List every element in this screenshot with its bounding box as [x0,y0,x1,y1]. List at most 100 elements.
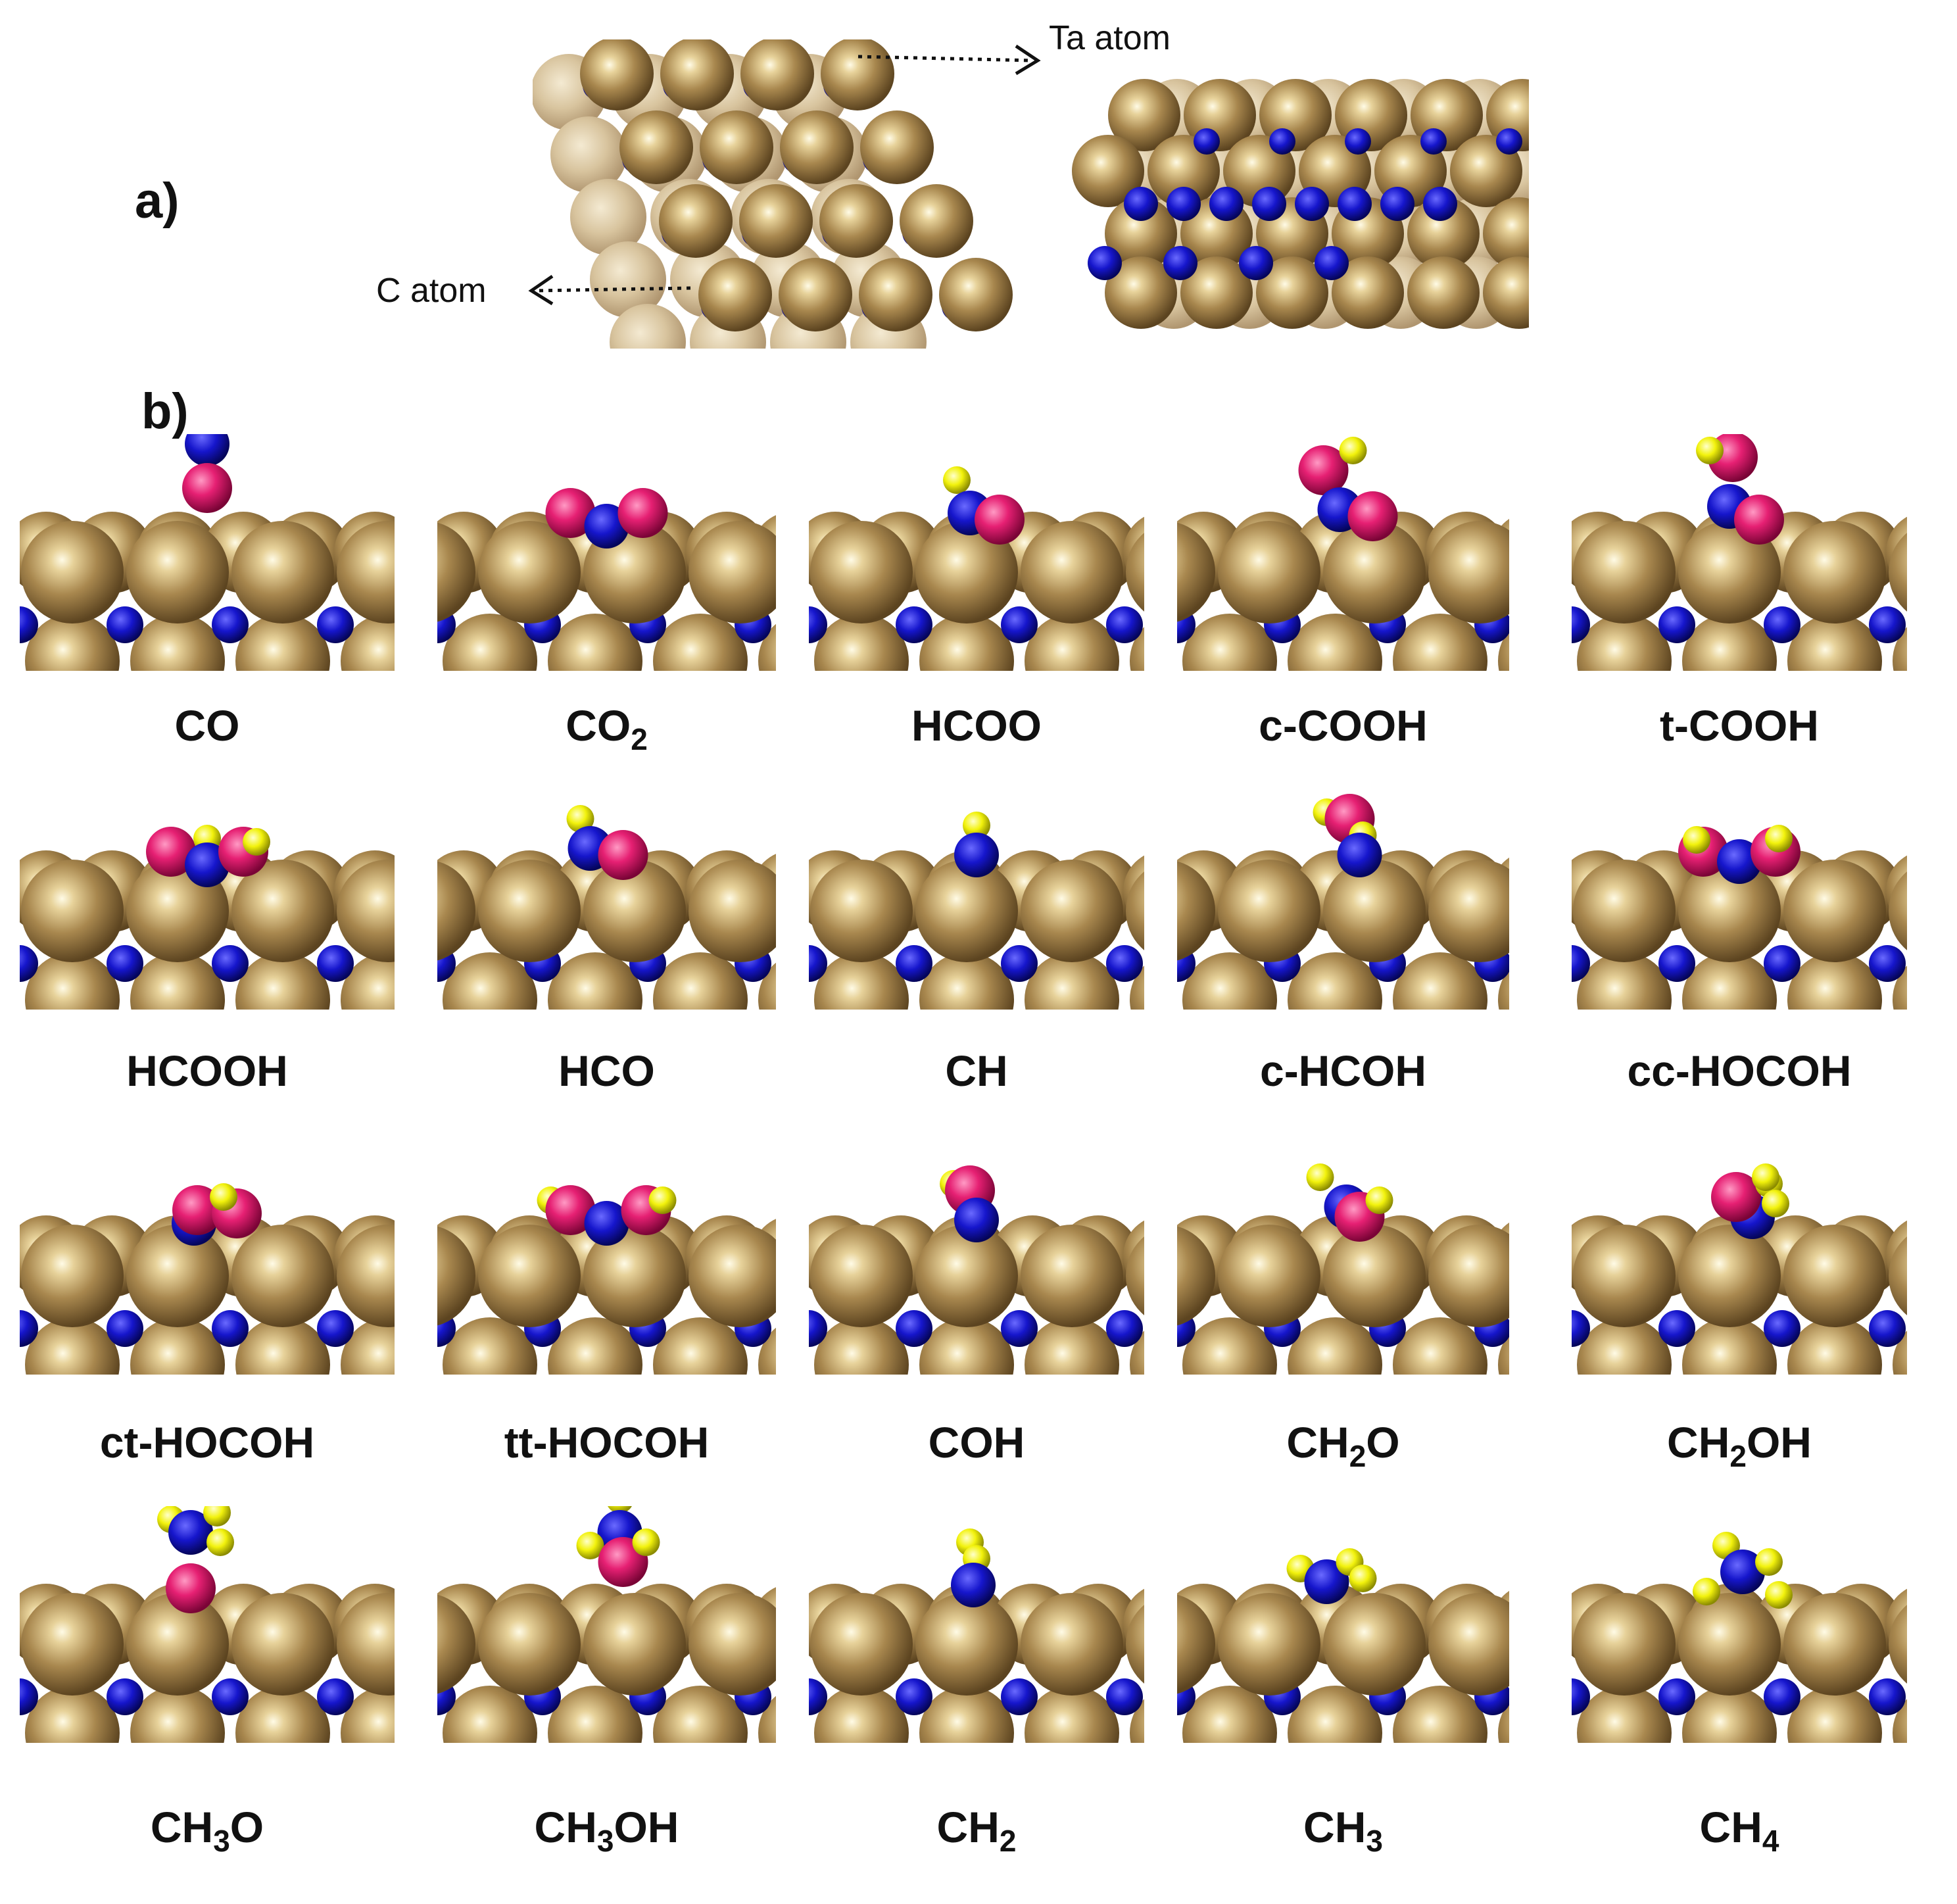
c-atom [1269,128,1295,155]
h-atom [1755,1548,1783,1576]
ta-atom [1393,1317,1487,1375]
ta-atom [548,1317,642,1375]
c-atom [1304,1559,1349,1604]
c-atom [1720,1550,1765,1594]
adsorbate-structure [437,1506,776,1743]
ta-atom [580,39,654,110]
ta-atom [1130,965,1144,1010]
ta-atom [337,521,395,623]
intermediate-label-suffix: OH [1746,1418,1812,1467]
ta-atom [130,952,225,1010]
c-atom [1106,945,1143,982]
adsorbate-structure [1572,1506,1907,1743]
ta-atom [1218,1593,1320,1696]
ta-atom [1130,1330,1144,1375]
ta-atom [758,1696,776,1743]
ta-atom [437,1226,475,1326]
ta-arrow-line [858,55,1033,62]
ta-atom [919,1686,1014,1743]
ta-atom [860,110,934,184]
c-atom [1163,246,1197,280]
ta-atom [1577,1686,1672,1743]
ta-atom [1573,1593,1676,1696]
ta-atom [779,258,852,331]
intermediate-label: HCOOH [30,1046,385,1096]
ta-atom [1483,197,1529,270]
c-atom [1658,1678,1695,1715]
ta-atom [1577,952,1672,1010]
ta-atom [653,1317,748,1375]
ta-atom [1783,1593,1886,1696]
c-atom [1001,1310,1038,1347]
intermediate-label: COH [799,1417,1154,1467]
intermediate-label-main: ct-HOCOH [99,1418,315,1467]
ta-atom [548,952,642,1010]
ta-atom [126,521,229,623]
intermediate-label: CH3O [30,1802,385,1859]
ta-atom [1288,1317,1382,1375]
c-atom [584,1201,629,1246]
c-atom [1869,1678,1906,1715]
c-atom [20,1678,38,1715]
ta-atom [235,952,330,1010]
o-atom [545,488,596,538]
c-atom [1380,187,1414,221]
c-atom [317,1310,354,1347]
intermediate-label-main: HCOO [911,701,1042,750]
c-atom [212,1678,249,1715]
intermediate-label: c-HCOH [1166,1046,1521,1096]
c-atom [954,1198,999,1242]
ta-atom [1130,627,1144,671]
ta-atom [1428,860,1509,962]
ta-atom [1182,1317,1277,1375]
h-atom [1762,1190,1789,1217]
intermediate-label-subscript: 2 [999,1824,1017,1859]
ta-atom [25,614,120,671]
panel-a-label: a) [135,173,180,229]
tac-slab-top-view [533,39,1046,349]
ta-atom [1021,860,1123,962]
intermediate-label: CH3OH [429,1802,785,1859]
intermediate-label: CH3 [1166,1802,1521,1859]
ta-atom [1573,860,1676,962]
ta-atom [443,1317,537,1375]
ta-atom [653,952,748,1010]
ta-atom [1682,614,1777,671]
o-atom [1298,445,1349,495]
ta-atom [583,1225,686,1327]
ta-atom [478,1225,581,1327]
h-atom [203,1506,231,1526]
o-atom [1711,1172,1761,1222]
ta-atom [337,1225,395,1327]
ta-atom [1177,522,1215,622]
ta-atom [689,1225,776,1327]
c-atom [1345,128,1371,155]
ta-arrow-head [1015,44,1041,76]
adsorbate-structure [1177,1506,1509,1743]
ta-atom [1025,1686,1119,1743]
ta-atom [1393,1686,1487,1743]
ta-atom [659,184,733,258]
c-arrow-head [528,274,554,306]
intermediate-label-main: t-COOH [1660,701,1819,750]
ta-atom [1498,969,1509,1010]
c-atom [20,606,38,643]
c-atom [212,945,249,982]
ta-atom [231,521,334,623]
intermediate-label-main: CO [566,701,631,750]
c-atom [809,606,827,643]
o-atom [166,1563,216,1613]
ta-atom [698,258,772,331]
ta-atom [235,1686,330,1743]
intermediate-label: CH4 [1562,1802,1917,1859]
c-atom [809,1678,827,1715]
intermediate-label: CH2OH [1562,1417,1917,1474]
adsorbate-structure [437,773,776,1010]
c-atom [1124,187,1158,221]
h-atom [576,1532,604,1559]
ta-atom [814,952,909,1010]
intermediate-label-main: HCOOH [126,1046,288,1095]
ta-atom-back [570,179,646,255]
ta-atom [1787,952,1882,1010]
ta-atom [1889,1605,1907,1684]
